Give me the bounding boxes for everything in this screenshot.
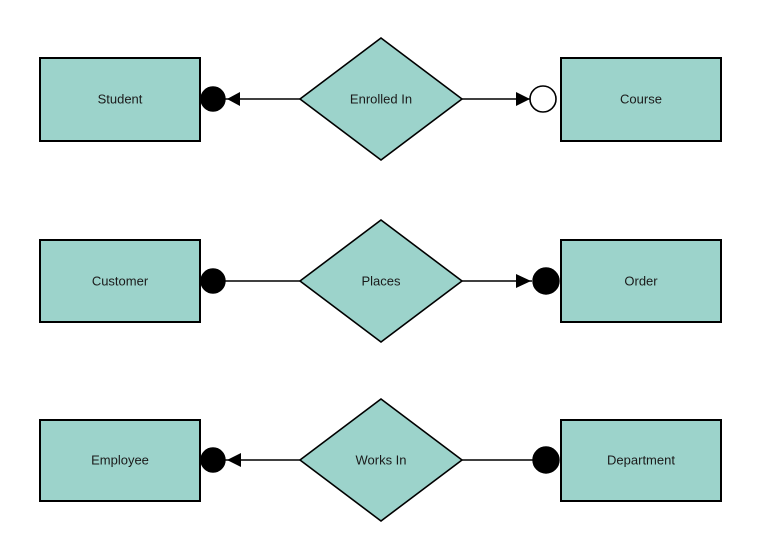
entity-label-order: Order: [624, 273, 658, 288]
entity-label-course: Course: [620, 91, 662, 106]
cardinality-optional-hollow-circle-course[interactable]: [529, 85, 557, 113]
entity-box-order[interactable]: [560, 239, 722, 323]
relationship-label-places: Places: [361, 273, 401, 288]
entity-label-customer: Customer: [92, 273, 149, 288]
entity-box-student[interactable]: [39, 57, 201, 142]
relationship-group-works-in: Employee Works In Department: [39, 397, 722, 523]
cardinality-many-filled-circle-student[interactable]: [200, 86, 226, 112]
relationship-group-enrolled-in: Student Enrolled In Course: [39, 36, 722, 162]
cardinality-many-filled-circle-department[interactable]: [532, 446, 560, 474]
relationship-label-enrolled-in: Enrolled In: [350, 91, 412, 106]
entity-label-department: Department: [607, 452, 675, 467]
entity-box-customer[interactable]: [39, 239, 201, 323]
entity-box-course[interactable]: [560, 57, 722, 142]
cardinality-many-filled-circle-employee[interactable]: [200, 447, 226, 473]
entity-box-department[interactable]: [560, 419, 722, 502]
entity-label-student: Student: [98, 91, 143, 106]
cardinality-many-filled-circle-order[interactable]: [532, 267, 560, 295]
relationship-diamond-places[interactable]: [298, 218, 464, 344]
arrowhead-pointing-left-employee: [227, 453, 241, 467]
entity-label-employee: Employee: [91, 452, 149, 467]
relationship-diamond-works-in[interactable]: [298, 397, 464, 523]
relationship-label-works-in: Works In: [355, 452, 406, 467]
arrowhead-pointing-right-course: [516, 92, 530, 106]
relationship-group-places: Customer Places Order: [39, 218, 722, 344]
arrowhead-pointing-left-student: [227, 92, 240, 106]
arrowhead-pointing-right-order: [516, 274, 531, 288]
relationship-diamond-enrolled-in[interactable]: [298, 36, 464, 162]
entity-box-employee[interactable]: [39, 419, 201, 502]
cardinality-many-filled-circle-customer[interactable]: [200, 268, 226, 294]
